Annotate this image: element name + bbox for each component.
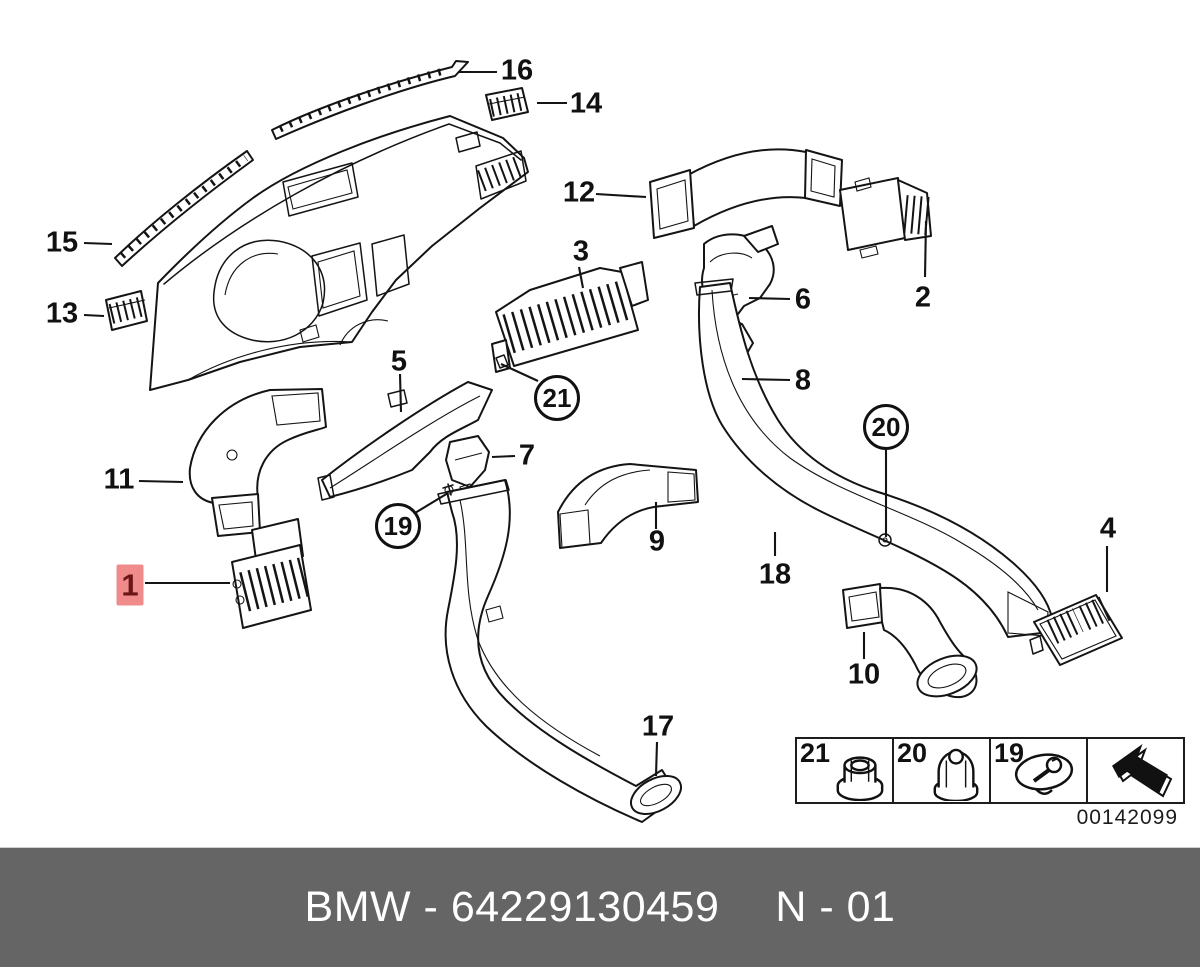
part-3-drawing: [491, 261, 649, 373]
flange-nut-icon: [836, 756, 884, 801]
part-label-15[interactable]: 15: [45, 226, 79, 259]
part-5-drawing: [317, 381, 493, 501]
part-label-20[interactable]: 20: [863, 404, 909, 450]
part-label-17[interactable]: 17: [641, 710, 675, 743]
part-label-4[interactable]: 4: [1099, 512, 1117, 545]
part-label-5[interactable]: 5: [390, 345, 408, 378]
legend-cell-20[interactable]: 20: [892, 738, 989, 802]
legend-number: 19: [994, 738, 1025, 768]
part-label-14[interactable]: 14: [569, 87, 603, 120]
leader-line-2: [923, 220, 928, 278]
diagram-canvas: [83, 60, 1123, 823]
part-12-drawing: [649, 148, 843, 239]
part-7-drawing: [445, 435, 490, 499]
part-15-drawing: [114, 150, 254, 267]
leader-line-8: [741, 377, 791, 382]
part-label-13[interactable]: 13: [45, 297, 79, 330]
leader-line-3: [577, 266, 585, 289]
part-label-1[interactable]: 1: [116, 564, 144, 606]
cap-nut-icon: [933, 748, 979, 801]
leader-line-6: [748, 296, 791, 301]
part-14-drawing: [485, 87, 529, 121]
legend-cell-overview[interactable]: [1086, 739, 1183, 802]
part-17-drawing: [437, 479, 682, 823]
part-label-21[interactable]: 21: [534, 375, 580, 421]
part-label-16[interactable]: 16: [500, 54, 534, 87]
part-2-drawing: [839, 177, 932, 259]
part-11-drawing: [188, 388, 327, 537]
part-label-10[interactable]: 10: [847, 658, 881, 691]
part-label-19[interactable]: 19: [375, 503, 421, 549]
leader-line-17: [654, 741, 659, 777]
leader-line-5: [398, 373, 403, 413]
part-10-drawing: [842, 583, 978, 699]
part-label-7[interactable]: 7: [518, 439, 536, 472]
part-4-drawing: [1029, 594, 1123, 666]
arrow-up-left-icon: [1112, 743, 1173, 798]
part-label-8[interactable]: 8: [794, 364, 812, 397]
part-label-3[interactable]: 3: [572, 235, 590, 268]
fastener-marks: [442, 354, 509, 496]
leader-line-21: [500, 363, 539, 382]
part-label-9[interactable]: 9: [648, 525, 666, 558]
part-1-drawing: [231, 518, 312, 629]
leader-line-7: [491, 454, 516, 459]
part-9-drawing: [557, 463, 699, 549]
footer-part-number: BMW - 64229130459: [304, 883, 720, 931]
part-18-drawing: [694, 278, 1053, 638]
part-label-6[interactable]: 6: [794, 283, 812, 316]
legend-cell-19[interactable]: 19: [989, 738, 1086, 802]
leader-line-15: [83, 241, 113, 246]
diagram-code: 00142099: [1076, 806, 1178, 829]
leader-line-13: [83, 313, 105, 318]
footer-sheet-number: N - 01: [775, 883, 896, 931]
part-label-2[interactable]: 2: [914, 281, 932, 314]
leader-line-19: [414, 492, 449, 514]
footer-banner: BMW - 64229130459 N - 01: [0, 847, 1200, 967]
legend-box: 21 20 19: [795, 737, 1185, 804]
legend-number: 20: [897, 738, 928, 768]
part-13-drawing: [105, 290, 148, 331]
part-dashboard-drawing: [149, 115, 529, 391]
legend-number: 21: [800, 738, 831, 768]
leader-line-12: [595, 192, 647, 199]
clip-icon: [1014, 753, 1074, 795]
part-label-11[interactable]: 11: [103, 463, 135, 496]
part-label-18[interactable]: 18: [758, 558, 792, 591]
leader-line-11: [138, 479, 184, 484]
part-label-12[interactable]: 12: [562, 176, 596, 209]
part-16-drawing: [271, 60, 469, 140]
leader-lines-layer: [83, 70, 1109, 777]
legend-cell-21[interactable]: 21: [797, 738, 892, 802]
